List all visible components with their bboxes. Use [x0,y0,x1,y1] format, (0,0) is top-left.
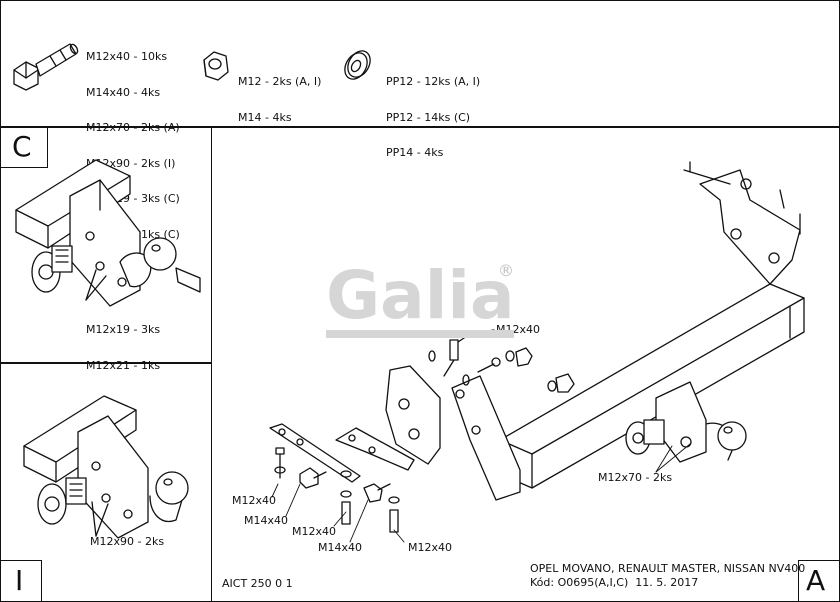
left-bracket [385,365,521,501]
legend-washer-item: PP12 - 14ks (C) [386,110,471,124]
panel-c-letter: C [12,130,32,163]
panel-c-drawing [15,159,201,307]
legend-washers-list: PP12 - 12ks (A, I) PP12 - 14ks (C) PP14 … [386,52,480,171]
washer-icon [344,50,371,80]
galia-logo: Galia ® [326,257,515,338]
galia-logo-underline [326,330,514,338]
legend-bolt-item: M12x90 - 2ks (I) [86,156,176,170]
legend-nuts-list: M12 - 2ks (A, I) M14 - 4ks [238,52,321,135]
galia-logo-text: Galia [326,257,515,334]
panel-c-frame [0,126,212,364]
registered-mark: ® [498,261,514,280]
main-tow-ball [625,381,747,463]
right-bracket [683,161,801,285]
legend-washer-item: PP12 - 12ks (A, I) [386,75,481,88]
drawing-code: AICT 250 0 1 [222,577,293,590]
leader-lines [271,443,691,543]
callout-mid-bolt-2: M14x40 [318,541,362,554]
callout-ball-bolt: M12x70 - 2ks [598,471,673,484]
top-fasteners [428,329,575,393]
legend-nut-item: M14 - 4ks [238,110,292,124]
panel-i-drawing [23,395,189,539]
main-tow-bar [499,283,805,489]
panel-i-callout: M12x90 - 2ks [90,535,165,548]
legend-bolt-item: M12x70 - 2ks (A) [86,121,180,134]
revision-code: Kód: O0695(A,I,C) 11. 5. 2017 [530,576,699,589]
bolt-icon [13,43,79,91]
legend-bolt-item: M14x40 - 4ks [86,85,161,99]
panel-c-callout: M12x19 - 3ks M12x21 - 1ks [86,323,161,372]
legend-bolt-item: M12x40 - 10ks [86,50,168,63]
panel-a-letter: A [806,564,826,597]
callout-left-bolt-2: M14x40 [244,514,288,527]
callout-right-bolt: M12x40 [408,541,452,554]
vehicle-list: OPEL MOVANO, RENAULT MASTER, NISSAN NV40… [530,562,806,575]
legend-washer-item: PP14 - 4ks [386,146,444,159]
nut-icon [203,51,229,81]
panel-i-letter: I [15,564,24,597]
letter-box-c [0,126,48,168]
callout-left-bolt-1: M12x40 [232,494,276,507]
mounting-straps [269,423,415,483]
bottom-fasteners [274,447,400,533]
callout-mid-bolt-1: M12x40 [292,525,336,538]
legend-nut-item: M12 - 2ks (A, I) [238,75,322,88]
